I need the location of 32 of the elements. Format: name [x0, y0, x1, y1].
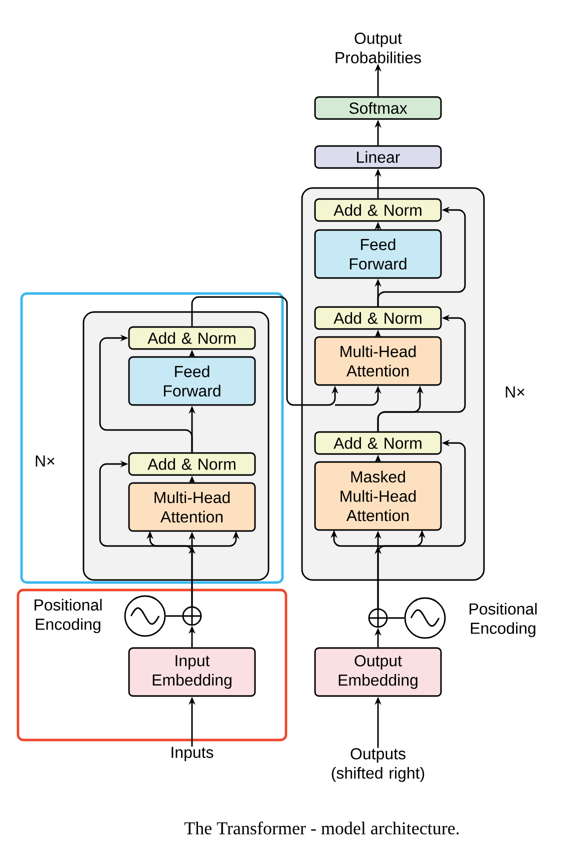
layer-box: Input Embedding: [128, 647, 256, 697]
side-label: N×: [36, 456, 54, 466]
side-label: Positional Encoding: [470, 602, 537, 638]
layer-box: Linear: [314, 145, 442, 169]
layer-box: Add & Norm: [128, 452, 256, 476]
layer-box: Add & Norm: [314, 431, 442, 455]
layer-box: Feed Forward: [314, 229, 442, 279]
sine-wave-circle: [404, 597, 446, 639]
plus-circle: [368, 608, 388, 628]
text-label: Outputs (shifted right): [332, 748, 424, 782]
layer-box: Add & Norm: [314, 198, 442, 222]
layer-box: Add & Norm: [314, 306, 442, 330]
side-label: N×: [506, 386, 524, 398]
highlight-frame: [20, 292, 284, 584]
layer-box: Output Embedding: [314, 647, 442, 697]
text-label: Inputs: [172, 746, 214, 762]
arrow: [99, 460, 193, 606]
connector-line: [388, 617, 404, 619]
caption: The Transformer - model architecture.: [184, 822, 459, 834]
text-label: Output Probabilities: [336, 32, 421, 64]
layer-box: Add & Norm: [128, 326, 256, 350]
sine-wave-circle: [124, 595, 166, 637]
layer-box: Softmax: [314, 96, 442, 120]
layer-box: Multi-Head Attention: [128, 482, 256, 532]
highlight-frame: [16, 588, 288, 742]
connector-line: [166, 615, 182, 617]
layer-box: Feed Forward: [128, 356, 256, 406]
layer-box: Multi-Head Attention: [314, 336, 442, 386]
layer-box: Masked Multi-Head Attention: [314, 461, 442, 531]
arrow: [99, 334, 193, 452]
plus-circle: [182, 606, 202, 626]
side-label: Positional Encoding: [34, 598, 102, 634]
